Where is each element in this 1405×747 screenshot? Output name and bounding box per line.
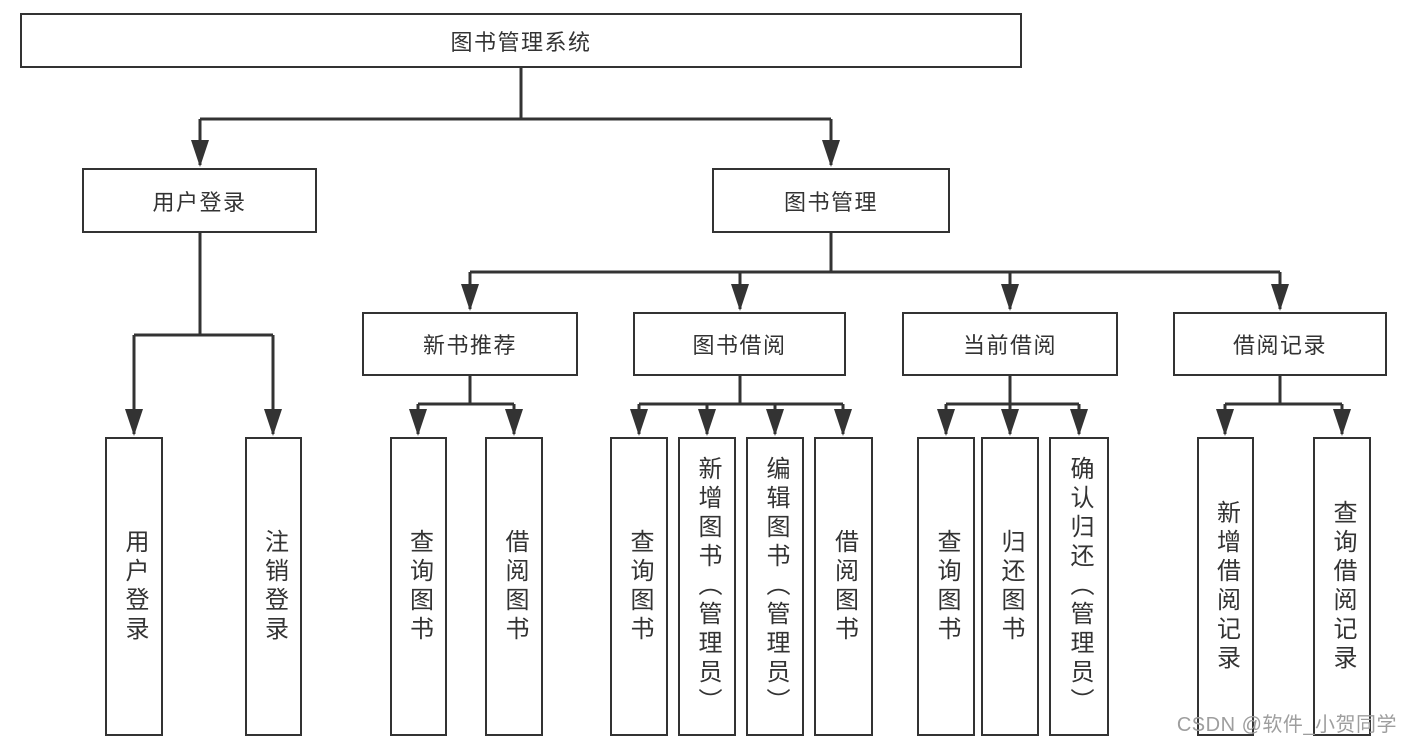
arrow-down-icon: [834, 409, 852, 436]
leaf-edit-books-admin: 编辑图书（管理员）: [746, 437, 804, 736]
node-current-borrowing: 当前借阅: [902, 312, 1118, 376]
leaf-label: 新增图书（管理员）: [694, 456, 721, 717]
arrow-down-icon: [1271, 284, 1289, 311]
arrow-down-icon: [125, 409, 143, 436]
arrow-down-icon: [409, 409, 427, 436]
arrow-down-icon: [505, 409, 523, 436]
leaf-confirm-return-admin: 确认归还（管理员）: [1049, 437, 1109, 736]
leaf-query-books-current: 查询图书: [917, 437, 975, 736]
node-user-login: 用户登录: [82, 168, 317, 233]
leaf-label: 确认归还（管理员）: [1066, 456, 1093, 717]
watermark: CSDN @软件_小贺同学: [1176, 714, 1397, 736]
connector-line: [468, 233, 1282, 309]
arrow-down-icon: [1216, 409, 1234, 436]
arrow-down-icon: [731, 284, 749, 311]
node-borrowing-records: 借阅记录: [1173, 312, 1387, 376]
leaf-label: 用户登录: [121, 528, 148, 645]
leaf-label: 查询图书: [626, 528, 653, 645]
node-new-book-recommendation: 新书推荐: [362, 312, 578, 376]
leaf-label: 查询图书: [933, 528, 960, 645]
arrow-down-icon: [1001, 284, 1019, 311]
leaf-label: 归还图书: [997, 528, 1024, 645]
node-library-management-system: 图书管理系统: [20, 13, 1022, 68]
leaf-borrow-books-recommend: 借阅图书: [485, 437, 543, 736]
arrow-down-icon: [698, 409, 716, 436]
arrow-down-icon: [822, 140, 840, 167]
leaf-add-books-admin: 新增图书（管理员）: [678, 437, 736, 736]
leaf-label: 注销登录: [260, 528, 288, 645]
leaf-borrow-books: 借阅图书: [814, 437, 873, 736]
node-book-borrowing: 图书借阅: [633, 312, 846, 376]
leaf-add-borrowing-record: 新增借阅记录: [1197, 437, 1254, 736]
connector-line: [637, 376, 845, 434]
arrow-down-icon: [766, 409, 784, 436]
arrow-down-icon: [630, 409, 648, 436]
arrow-down-icon: [191, 140, 209, 167]
leaf-logout: 注销登录: [245, 437, 302, 736]
leaf-query-books-borrowing: 查询图书: [610, 437, 668, 736]
node-book-management: 图书管理: [712, 168, 950, 233]
leaf-label: 查询借阅记录: [1329, 499, 1356, 674]
connector-line: [132, 233, 275, 434]
arrow-down-icon: [1070, 409, 1088, 436]
connector-line: [1223, 376, 1344, 434]
leaf-return-books: 归还图书: [981, 437, 1039, 736]
leaf-user-login: 用户登录: [105, 437, 163, 736]
leaf-label: 查询图书: [405, 528, 433, 645]
leaf-query-borrowing-record: 查询借阅记录: [1313, 437, 1371, 736]
arrow-down-icon: [1001, 409, 1019, 436]
arrow-down-icon: [937, 409, 955, 436]
leaf-label: 借阅图书: [830, 528, 858, 645]
leaf-query-books-recommend: 查询图书: [390, 437, 447, 736]
arrow-down-icon: [1333, 409, 1351, 436]
arrow-down-icon: [461, 284, 479, 311]
connector-line: [198, 68, 833, 165]
connector-line: [416, 376, 516, 434]
leaf-label: 借阅图书: [501, 528, 528, 645]
leaf-label: 编辑图书（管理员）: [762, 456, 789, 717]
arrow-down-icon: [264, 409, 282, 436]
leaf-label: 新增借阅记录: [1212, 499, 1240, 674]
